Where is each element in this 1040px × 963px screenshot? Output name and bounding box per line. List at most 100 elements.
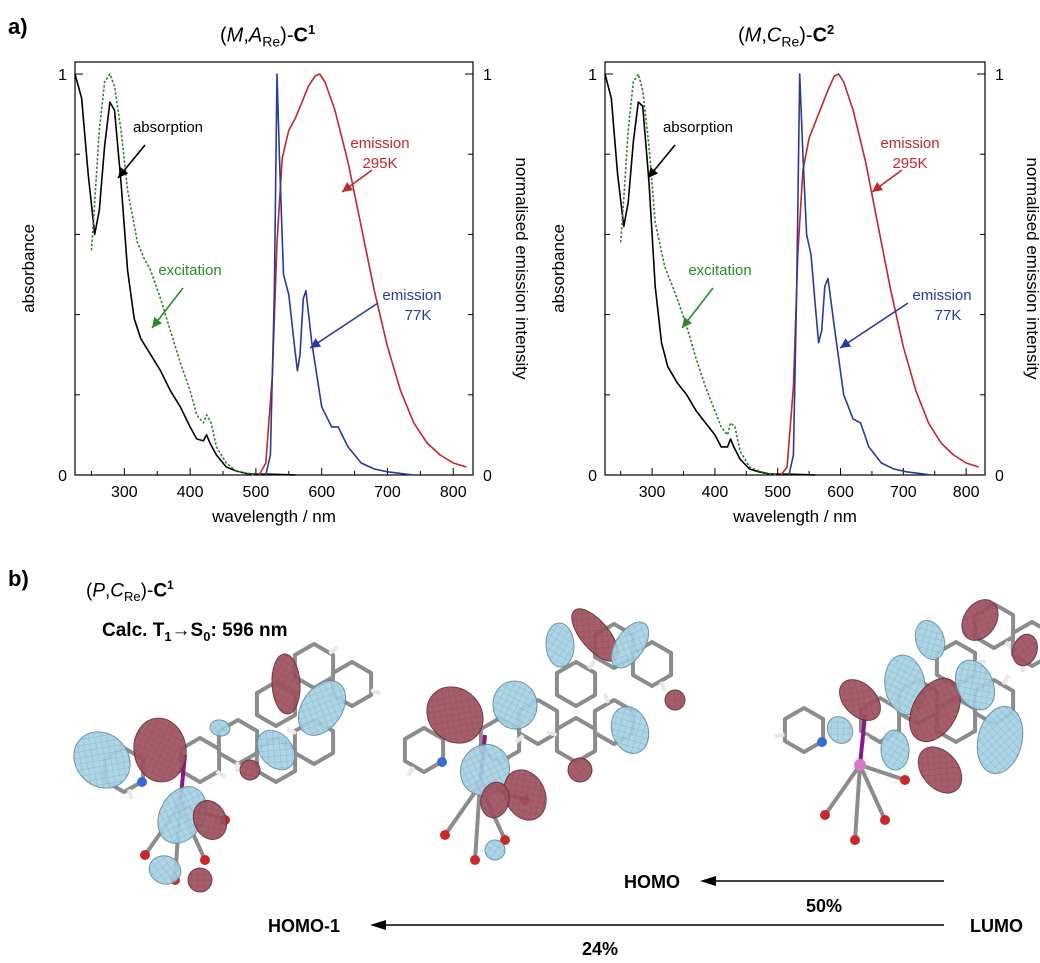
- mol-homo-h-bond-6: [658, 681, 667, 692]
- chart1-y2tick-label-0: 0: [995, 468, 1004, 485]
- percent-24-label: 24%: [582, 939, 618, 959]
- mol-lumo-ring-7: [782, 706, 826, 754]
- mol-lumo-lobe-mesh-2: [909, 678, 961, 742]
- homo-1-label: HOMO-1: [268, 916, 340, 936]
- chart1-series-emission-77k: [788, 73, 932, 476]
- mol-homo-oxygen-0: [440, 830, 450, 840]
- mol-homo1-ring-6: [330, 660, 374, 708]
- chart1-annotation-arrowhead-4: [840, 338, 852, 348]
- chart0-xtick-label-1: 400: [177, 484, 204, 501]
- chart1-xtick-label-1: 400: [702, 484, 729, 501]
- chart1-annotation-0: absorption: [663, 119, 733, 136]
- mol-homo-lobe-mesh-9: [568, 758, 592, 782]
- mol-lumo-lobe-mesh-0: [839, 679, 881, 721]
- chart0-annotation-2: emission: [350, 135, 409, 152]
- mol-lumo-oxygen-1: [880, 815, 890, 825]
- chart0-y2tick-label-1: 1: [483, 67, 492, 84]
- mol-homo-lobe-mesh-6: [545, 623, 575, 667]
- molecule-title: (P,CRe)-C1: [86, 578, 174, 605]
- chart1-series-emission-295k: [780, 73, 979, 476]
- chart1-xtick-label-2: 500: [764, 484, 791, 501]
- mol-homo1-h-bond-0: [215, 769, 226, 779]
- chart1-annotation-arrow-4: [839, 302, 909, 349]
- calculated-transition: Calc. T1→S0: 596 nm: [102, 620, 288, 644]
- mol-lumo-lobe-mesh-4: [977, 706, 1023, 774]
- mol-lumo-co-bond-3: [853, 764, 862, 841]
- mol-homo-h-bond-2: [546, 730, 558, 737]
- mol-lumo-oxygen-3: [850, 835, 860, 845]
- mol-lumo-n-atom: [817, 737, 827, 747]
- mol-homo1-lobe-mesh-5: [257, 730, 295, 770]
- chart1-xtick-label-4: 700: [890, 484, 917, 501]
- mol-lumo-re-bond-top: [858, 714, 867, 766]
- mol-homo1-h-bond-5: [328, 645, 339, 655]
- mol-homo1-lobe-mesh-7: [298, 680, 346, 736]
- homo-molecule: [402, 608, 686, 865]
- mol-homo1-lobe-mesh-1: [133, 718, 187, 782]
- lumo-label: LUMO: [970, 916, 1023, 936]
- chart0-xtick-label-5: 800: [440, 484, 467, 501]
- mol-lumo-oxygen-0: [820, 810, 830, 820]
- chart1-y2label: normalised emission intensity: [1023, 157, 1040, 380]
- percent-50-label: 50%: [806, 896, 842, 916]
- chart1-series-excitation: [619, 73, 778, 476]
- chart1-xlabel: wavelength / nm: [732, 507, 857, 526]
- mol-homo-ring-4: [554, 660, 598, 708]
- left-chart-title: (M,ARe)-C1: [220, 22, 316, 50]
- mol-homo1-lobe-mesh-3: [193, 800, 227, 840]
- chart1-ytick-label-0: 0: [588, 468, 597, 485]
- mol-homo1-h-bond-3: [286, 726, 297, 735]
- chart0-annotation-1: excitation: [158, 262, 221, 279]
- mol-lumo-co-bond-0: [823, 763, 862, 817]
- mol-lumo-h-bond-3: [1001, 674, 1010, 686]
- mol-homo1-lobe-mesh-2: [157, 786, 207, 844]
- mol-homo1-h-bond-7: [127, 788, 134, 800]
- homo-label: HOMO: [624, 872, 680, 892]
- chart0-annotation-arrow-4: [309, 302, 379, 349]
- mol-lumo-co-bond-1: [858, 764, 887, 821]
- chart0-annotation-arrowhead-2: [342, 182, 354, 192]
- mol-homo-h-bond-3: [602, 692, 610, 704]
- chart1-annotation-2: emission: [880, 135, 939, 152]
- lumo-molecule: [774, 599, 1040, 845]
- chart0-annotation-arrowhead-0: [118, 167, 129, 178]
- mol-homo1-lobe-mesh-6: [271, 654, 301, 714]
- right-chart-title: (M,CRe)-C2: [738, 22, 835, 50]
- mol-lumo-lobe-mesh-5: [918, 746, 962, 794]
- panel-b-label: b): [8, 566, 29, 591]
- chart1-xtick-label-3: 600: [827, 484, 854, 501]
- mol-lumo-lobe-mesh-6: [880, 730, 910, 770]
- mol-lumo-lobe-mesh-10: [827, 716, 853, 744]
- mol-homo1-lobe-mesh-10: [188, 868, 212, 892]
- chart0-series-emission-77k: [265, 73, 414, 476]
- mol-lumo-co-bond-2: [859, 763, 906, 782]
- chart1-annotation-4: emission: [912, 287, 971, 304]
- chart0-annotation-3: 295K: [362, 155, 397, 172]
- mol-homo-lobe-mesh-5: [571, 608, 619, 662]
- mol-homo-lobe-mesh-7: [611, 622, 649, 668]
- chart0-xtick-label-2: 500: [243, 484, 270, 501]
- mol-homo-lobe-mesh-10: [665, 690, 685, 710]
- mol-lumo-lobe-mesh-3: [955, 660, 995, 710]
- chart0-xtick-label-3: 600: [308, 484, 335, 501]
- mol-lumo-lobe-mesh-9: [1012, 634, 1038, 666]
- chart0-annotation-0: absorption: [133, 119, 203, 136]
- chart1-annotation-3: 295K: [892, 155, 927, 172]
- mol-lumo-h-bond-7: [774, 732, 785, 739]
- lumo-to-homo-1-arrowhead: [370, 920, 386, 930]
- mol-homo1-lobe-mesh-0: [73, 731, 131, 789]
- chart1-xtick-label-0: 300: [639, 484, 666, 501]
- mol-homo-oxygen-1: [500, 835, 510, 845]
- chart0-xlabel: wavelength / nm: [211, 507, 336, 526]
- chart0-ytick-label-0: 0: [58, 468, 67, 485]
- mol-homo1-lobe-mesh-4: [210, 719, 230, 737]
- chart0-annotation-arrowhead-4: [310, 338, 322, 348]
- chart1-annotation-1: excitation: [688, 262, 751, 279]
- mol-lumo-re-atom: [854, 759, 866, 771]
- chart0-series-excitation: [90, 73, 257, 476]
- mol-homo1-lobe-mesh-9: [149, 855, 181, 885]
- chart0-annotation-arrowhead-1: [152, 317, 163, 328]
